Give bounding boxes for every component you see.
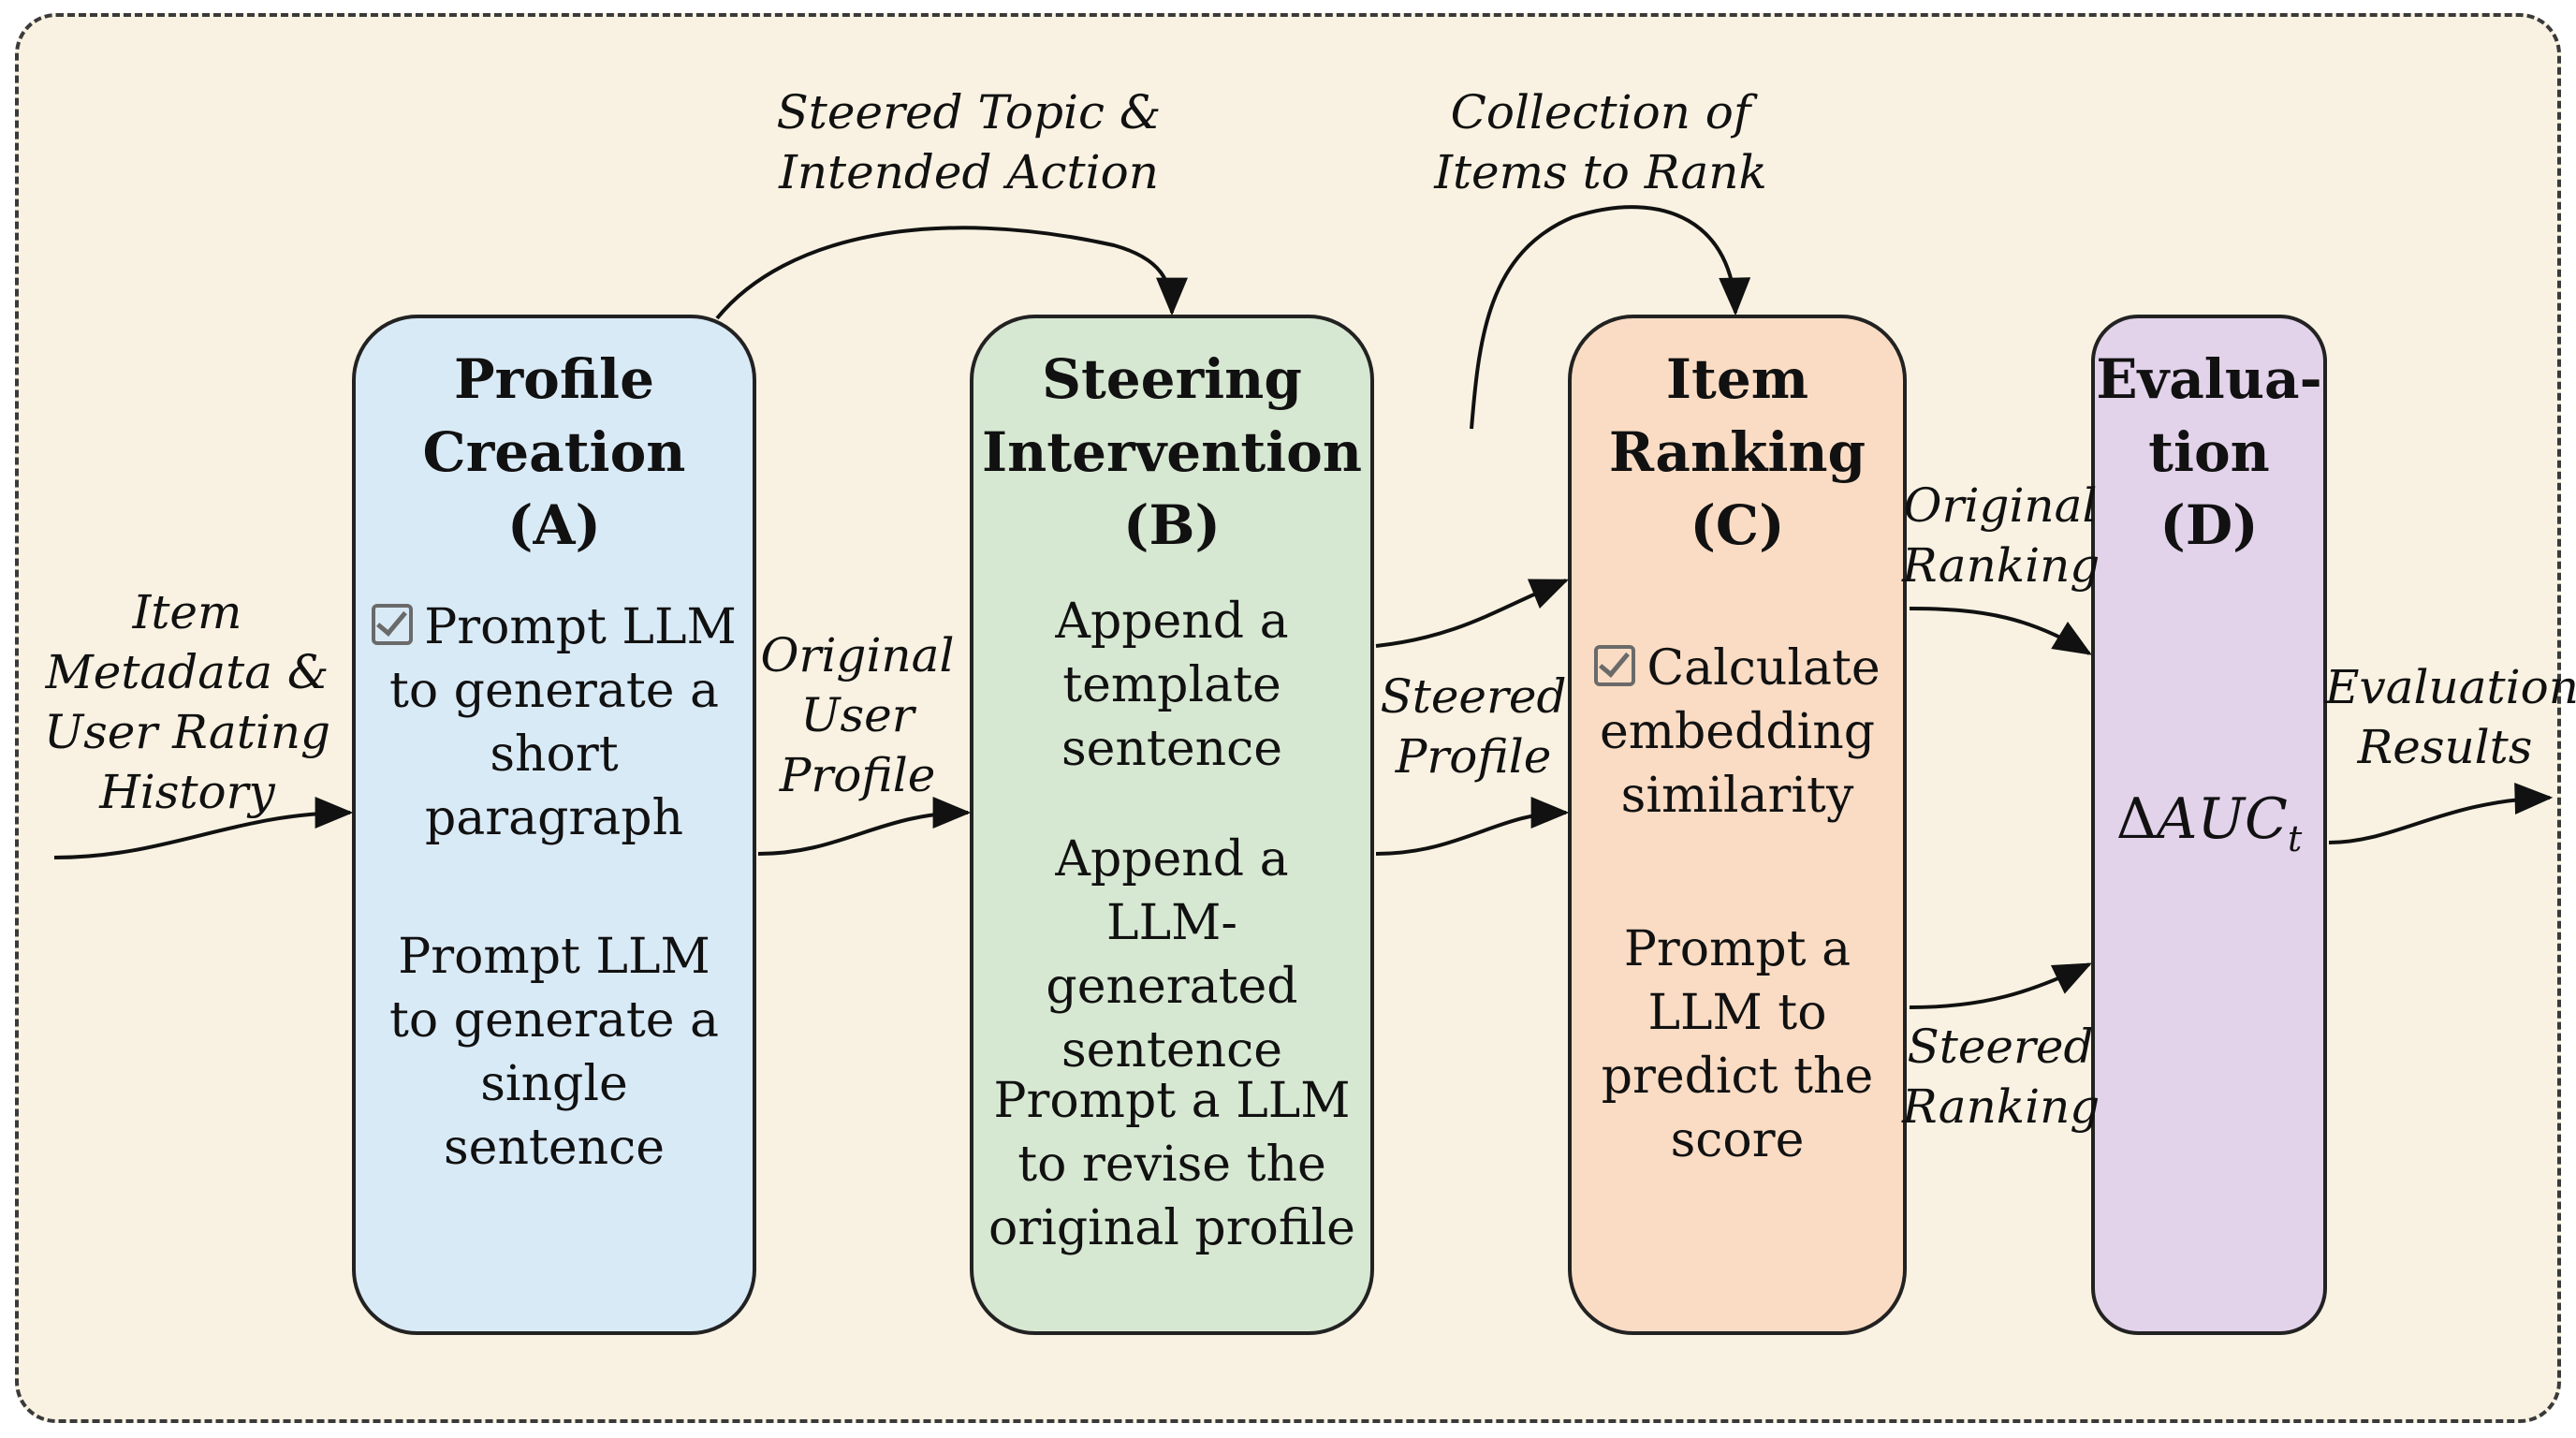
stage-a-title: Profile Creation (A)	[422, 347, 686, 557]
stage-c-option-2: Prompt a LLM to predict the score	[1601, 921, 1874, 1168]
delta-auc-formula: ΔAUCt	[2095, 786, 2323, 859]
label-steered-topic: Steered Topic & Intended Action	[776, 85, 1162, 199]
formula-main: AUC	[2157, 786, 2288, 852]
stage-a-option-1: Prompt LLM to generate a short paragraph	[363, 595, 745, 850]
arrow-b-to-c-steered	[1375, 797, 1570, 856]
label-steered-profile: Steered Profile	[1380, 669, 1567, 784]
arrow-collection-to-c	[1470, 205, 1751, 430]
stage-b-option-3: Prompt a LLM to revise the original prof…	[988, 1073, 1355, 1256]
arrow-b-to-c-original	[1375, 579, 1570, 648]
label-original-user-profile: Original User Profile	[760, 628, 955, 802]
stage-d-title: Evalua- tion (D)	[2096, 347, 2322, 557]
item-ranking-box: Item Ranking (C) Calculate embedding sim…	[1568, 315, 1907, 1335]
stage-b-option-1: Append a template sentence	[1055, 594, 1289, 777]
formula-delta: Δ	[2115, 786, 2158, 852]
arrow-a-to-b	[757, 797, 972, 856]
label-collection-of-items: Collection of Items to Rank	[1434, 85, 1767, 199]
arrow-input-to-a	[53, 797, 354, 859]
stage-a-option-2: Prompt LLM to generate a single sentence	[388, 929, 720, 1176]
stage-c-title: Item Ranking (C)	[1608, 347, 1866, 557]
stage-b-title: Steering Intervention (B)	[982, 347, 1362, 557]
label-item-metadata: Item Metadata & User Rating History	[43, 585, 331, 819]
stage-a-option-1-text: Prompt LLM to generate a short paragraph	[388, 599, 737, 846]
stage-b-option-2: Append a LLM-generated sentence	[1046, 831, 1298, 1078]
arrow-c-to-d-steered	[1909, 962, 2093, 1009]
arrow-d-to-output	[2328, 783, 2554, 844]
label-original-ranking: Original Ranking	[1902, 478, 2100, 593]
checkbox-icon	[1594, 645, 1636, 686]
stage-c-option-1-text: Calculate embedding similarity	[1599, 640, 1881, 824]
checkbox-icon	[372, 604, 414, 645]
arrow-c-to-d-original	[1909, 607, 2092, 655]
label-evaluation-results: Evaluation Results	[2325, 660, 2576, 774]
label-steered-ranking: Steered Ranking	[1902, 1020, 2100, 1134]
evaluation-box: Evalua- tion (D) ΔAUCt	[2091, 315, 2327, 1335]
stage-c-option-1: Calculate embedding similarity	[1579, 637, 1895, 828]
arrow-a-to-topic-to-b	[715, 226, 1188, 320]
formula-subscript: t	[2287, 818, 2303, 859]
steering-intervention-box: Steering Intervention (B) Append a templ…	[970, 315, 1374, 1335]
profile-creation-box: Profile Creation (A) Prompt LLM to gener…	[352, 315, 756, 1335]
